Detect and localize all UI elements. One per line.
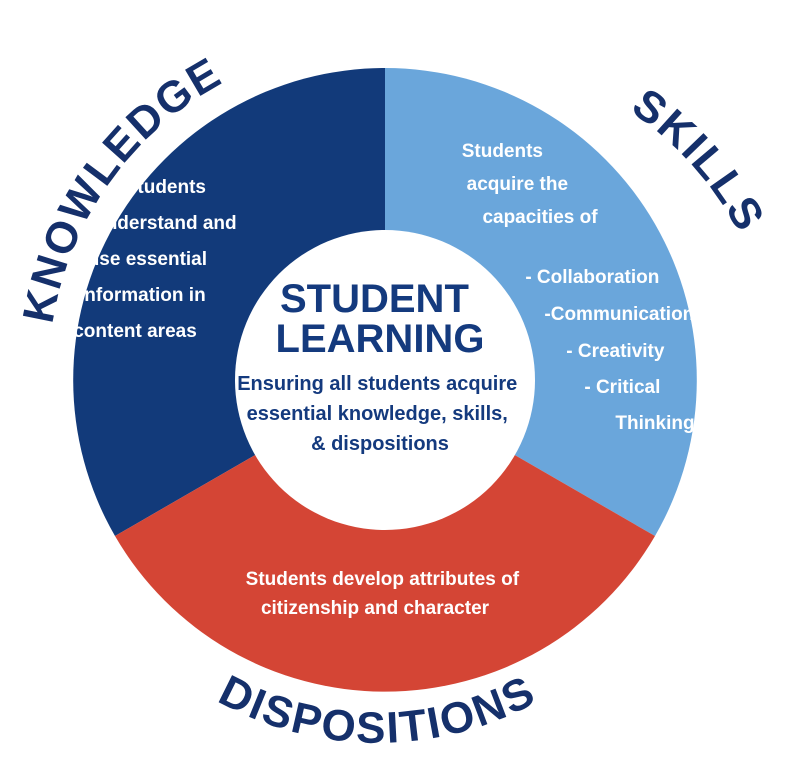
skills-intro-line: acquire the xyxy=(467,174,568,195)
knowledge-text-line: information in xyxy=(79,285,206,306)
knowledge-text-line: use essential xyxy=(88,249,207,270)
center-subtitle-line2: essential knowledge, skills, xyxy=(247,403,508,425)
skills-intro-line: Students xyxy=(462,141,543,162)
dispositions-segment xyxy=(115,380,655,692)
skills-intro-line: capacities of xyxy=(482,207,598,228)
center-subtitle-line3: & dispositions xyxy=(311,433,449,455)
skills-item: - Collaboration xyxy=(525,267,659,288)
svg-text:Students develop attributes of: Students develop attributes of citizensh… xyxy=(246,569,525,619)
center-subtitle-line1: Ensuring all students acquire xyxy=(237,373,517,395)
dispositions-text-line: citizenship and character xyxy=(261,598,490,619)
skills-item: Thinking xyxy=(615,413,694,434)
center-title-line2: LEARNING xyxy=(276,317,485,361)
center-circle xyxy=(235,230,535,530)
svg-text:Students understand and: Students understand and use essential in… xyxy=(73,177,242,342)
skills-item: -Communication xyxy=(544,304,694,325)
center-title-line1: STUDENT xyxy=(280,277,469,321)
svg-text:Students acquire the c: Students acquire the capacities of xyxy=(462,141,599,228)
svg-text:Ensuring all students acquire: Ensuring all students acquire essential … xyxy=(237,373,523,455)
skills-item: - Creativity xyxy=(566,341,665,362)
knowledge-text-line: understand and xyxy=(94,213,237,234)
svg-text:- Collaboration -Communica: - Collaboration -Communication - Creativ… xyxy=(525,267,699,434)
skills-item: - Critical xyxy=(584,377,660,398)
knowledge-text-line: Students xyxy=(125,177,206,198)
svg-text:STUDENT LEARNING: STUDENT LEARNING xyxy=(276,277,485,361)
knowledge-text-line: content areas xyxy=(73,321,197,342)
dispositions-text-line: Students develop attributes of xyxy=(246,569,520,590)
